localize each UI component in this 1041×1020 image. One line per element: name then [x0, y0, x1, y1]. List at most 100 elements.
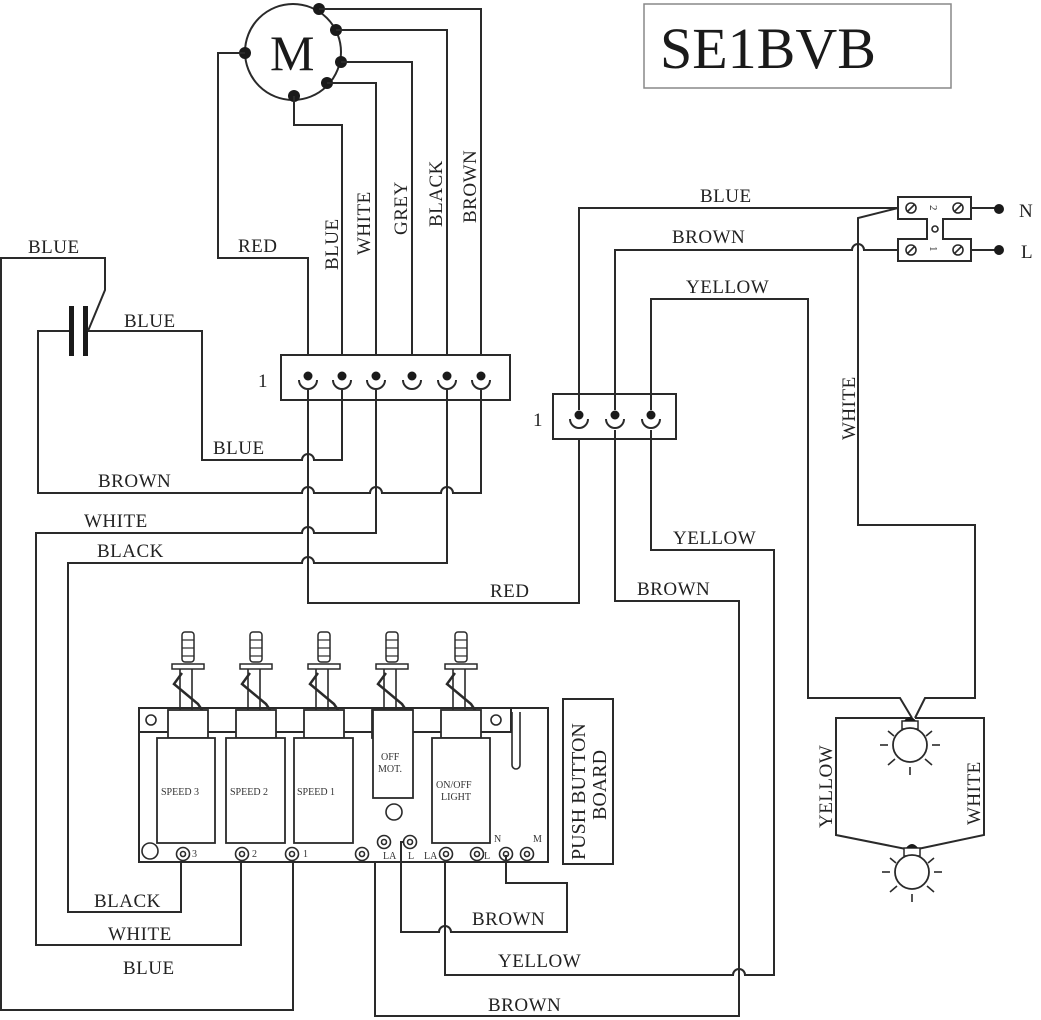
label-blue-cap-top: BLUE [28, 237, 80, 258]
wire-red-mains [307, 390, 580, 604]
label-white-mid: WHITE [84, 511, 148, 532]
terminal-right-1 [569, 410, 589, 429]
wire-brown-motor [319, 8, 482, 377]
push-button-3[interactable] [293, 737, 354, 844]
button-off-mot-label-1: OFF [381, 752, 400, 763]
board-terminal-1 [175, 846, 191, 862]
board-terminal-2 [234, 846, 250, 862]
lamp-bottom-icon [882, 844, 942, 902]
wire-grey-motor [341, 61, 413, 377]
motor-wires [217, 8, 482, 377]
label-brown-bottom-1: BROWN [472, 909, 545, 930]
label-red-motor: RED [238, 236, 278, 257]
label-brown-mains: BROWN [672, 227, 745, 248]
board-terminal-8 [469, 846, 485, 862]
label-brown-motor: BROWN [460, 150, 481, 223]
pb-terminal-n-label: N [494, 834, 501, 845]
push-button-2[interactable] [225, 737, 286, 844]
terminal-block-left: 1 [258, 354, 511, 401]
wire-blue-cap-top [0, 257, 294, 1011]
label-yellow-right: YELLOW [673, 528, 756, 549]
label-blue-bottom: BLUE [123, 958, 175, 979]
label-yellow-bottom: YELLOW [498, 951, 581, 972]
wire-blue-motor [293, 96, 343, 377]
board-terminal-3 [284, 846, 300, 862]
label-black-mid: BLACK [97, 541, 164, 562]
label-blue-lower: BLUE [213, 438, 265, 459]
terminal-left-1 [298, 371, 318, 390]
wire-white-speed2 [35, 390, 377, 946]
wire-yellow-lamp [835, 717, 912, 851]
wire-black-speed3 [67, 390, 448, 913]
label-white-lamp: WHITE [964, 761, 985, 825]
terminal-block-right-label: 1 [533, 410, 543, 431]
board-terminal-7 [438, 846, 454, 862]
terminal-right-3 [641, 410, 661, 429]
board-terminal-4 [354, 846, 370, 862]
button-light-label-2: LIGHT [441, 792, 471, 803]
motor-label: M [270, 25, 314, 81]
model-title-box: SE1BVB [643, 3, 952, 89]
push-button-board-title-box [562, 698, 614, 865]
terminal-block-left-label: 1 [258, 371, 268, 392]
push-button-4[interactable] [372, 709, 414, 799]
label-grey-motor: GREY [391, 181, 412, 235]
label-red-mid: RED [490, 581, 530, 602]
wire-black-motor [336, 29, 448, 377]
wire-white-mains [857, 207, 976, 719]
wire-brown-bottom-1 [400, 841, 568, 933]
push-button-plunger-3[interactable] [303, 631, 345, 739]
push-button-board [138, 631, 549, 863]
board-terminal-5 [376, 834, 392, 850]
label-blue-mains: BLUE [700, 186, 752, 207]
push-button-5[interactable] [431, 737, 491, 844]
mains-terminal-2: 2 [927, 205, 939, 211]
label-brown-right: BROWN [637, 579, 710, 600]
pb-terminal-la2-label: LA [424, 851, 438, 862]
label-black-bottom: BLACK [94, 891, 161, 912]
board-terminal-6 [402, 834, 418, 850]
motor: M [239, 3, 347, 102]
mains-live-label: L [1021, 242, 1033, 263]
label-white-bottom: WHITE [108, 924, 172, 945]
terminal-left-6 [471, 371, 491, 390]
push-button-plunger-2[interactable] [235, 631, 277, 739]
label-blue-motor: BLUE [322, 218, 343, 270]
wire-yellow-mains [650, 298, 913, 719]
label-white-motor: WHITE [354, 191, 375, 255]
label-yellow-mains: YELLOW [686, 277, 769, 298]
terminal-block-right: 1 [533, 393, 677, 440]
wire-yellow-right [444, 430, 775, 976]
pb-terminal-2-label: 2 [252, 849, 257, 860]
label-brown-mid: BROWN [98, 471, 171, 492]
wire-blue-mains [578, 207, 898, 410]
mains-neutral-label: N [1019, 201, 1033, 222]
button-off-mot-label-2: MOT. [378, 764, 402, 775]
push-button-1[interactable] [156, 737, 216, 844]
pb-terminal-m-label: M [533, 834, 542, 845]
wire-white-motor [327, 82, 377, 377]
push-button-board-title-1: PUSH BUTTON [568, 723, 590, 860]
label-brown-bottom-2: BROWN [488, 995, 561, 1016]
label-white-mains: WHITE [839, 376, 860, 440]
terminal-left-5 [437, 371, 457, 390]
button-speed1-label: SPEED 1 [297, 787, 335, 798]
terminal-left-3 [366, 371, 386, 390]
push-button-board-title-2: BOARD [589, 750, 611, 820]
lamp-top-icon [880, 717, 940, 775]
button-speed3-label: SPEED 3 [161, 787, 199, 798]
mains-connector: 2 1 N L [897, 196, 1033, 263]
wire-red-motor [217, 52, 309, 377]
pb-terminal-l2-label: L [484, 851, 490, 862]
pb-terminal-3-label: 3 [192, 849, 197, 860]
terminal-left-2 [332, 371, 352, 390]
terminal-right-2 [605, 410, 625, 429]
button-speed2-label: SPEED 2 [230, 787, 268, 798]
wire-white-lamp [912, 717, 985, 851]
push-button-plunger-5[interactable] [440, 631, 482, 739]
button-light-label-1: ON/OFF [436, 780, 472, 791]
pb-terminal-la1-label: LA [383, 851, 397, 862]
model-title: SE1BVB [660, 16, 876, 81]
label-black-motor: BLACK [426, 160, 447, 227]
push-button-plunger-1[interactable] [167, 631, 209, 739]
